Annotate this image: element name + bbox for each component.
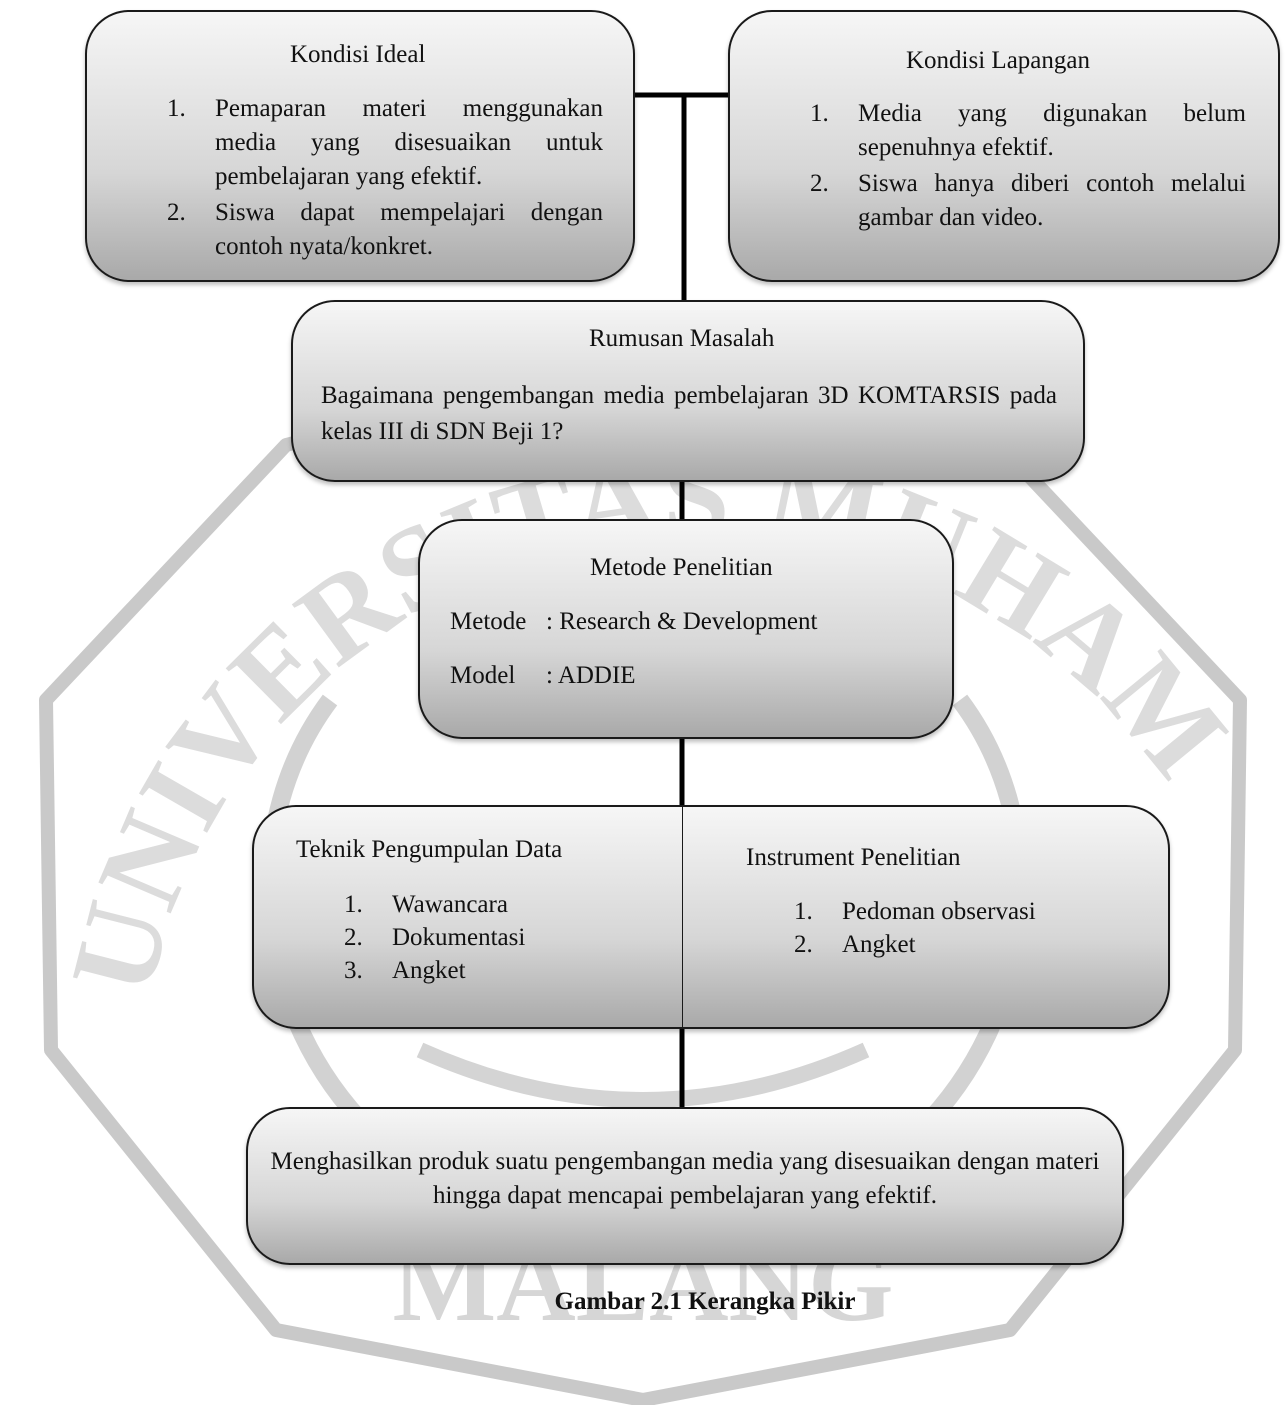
list-number: 1. [344, 891, 363, 918]
list-number: 2. [344, 924, 363, 951]
instrument-item-2: 2. Angket [794, 928, 1134, 961]
rumusan-masalah-text: Bagaimana pengembangan media pembelajara… [321, 382, 1057, 445]
metode-penelitian-box: Metode Penelitian Metode : Research & De… [418, 519, 954, 739]
teknik-item-1: 1. Wawancara [344, 888, 644, 921]
list-number: 3. [344, 957, 363, 984]
kondisi-lapangan-item-2: 2. Siswa hanya diberi contoh melalui gam… [810, 167, 1246, 235]
hasil-text: Menghasilkan produk suatu pengembangan m… [270, 1148, 1100, 1209]
teknik-item-3: 3. Angket [344, 954, 644, 987]
instrument-penelitian-title: Instrument Penelitian [746, 844, 961, 871]
instrument-item-1: 1. Pedoman observasi [794, 895, 1134, 928]
kondisi-ideal-item-2: 2. Siswa dapat mempelajari dengan contoh… [167, 196, 603, 264]
model-label: Model [450, 662, 516, 689]
list-item-text: Media yang digunakan belum sepenuhnya ef… [858, 100, 1246, 161]
kondisi-lapangan-box: Kondisi Lapangan 1. Media yang digunakan… [728, 10, 1280, 282]
list-number: 1. [167, 95, 186, 122]
list-item-text: Angket [392, 957, 466, 984]
metode-penelitian-title: Metode Penelitian [590, 554, 773, 581]
metode-value: : Research & Development [546, 608, 818, 635]
list-number: 1. [794, 898, 813, 925]
list-number: 2. [794, 931, 813, 958]
list-item-text: Angket [842, 931, 916, 958]
list-item-text: Dokumentasi [392, 924, 526, 951]
list-item-text: Wawancara [392, 891, 508, 918]
kondisi-lapangan-title: Kondisi Lapangan [906, 47, 1090, 74]
hasil-box: Menghasilkan produk suatu pengembangan m… [246, 1107, 1124, 1265]
instrument-penelitian-list: 1. Pedoman observasi 2. Angket [794, 895, 1134, 961]
kondisi-ideal-list: 1. Pemaparan materi menggunakan media ya… [167, 92, 603, 264]
list-item-text: Siswa dapat mempelajari dengan contoh ny… [215, 199, 603, 260]
teknik-pengumpulan-title: Teknik Pengumpulan Data [296, 836, 563, 863]
list-number: 2. [167, 199, 186, 226]
kondisi-lapangan-item-1: 1. Media yang digunakan belum sepenuhnya… [810, 97, 1246, 165]
list-item-text: Pedoman observasi [842, 898, 1036, 925]
teknik-pengumpulan-list: 1. Wawancara 2. Dokumentasi 3. Angket [344, 888, 644, 987]
list-item-text: Siswa hanya diberi contoh melalui gambar… [858, 170, 1246, 231]
box-divider [682, 807, 683, 1027]
kondisi-ideal-box: Kondisi Ideal 1. Pemaparan materi menggu… [85, 10, 635, 282]
rumusan-masalah-title: Rumusan Masalah [589, 325, 775, 352]
figure-caption: Gambar 2.1 Kerangka Pikir [554, 1288, 856, 1315]
kondisi-ideal-title: Kondisi Ideal [290, 41, 426, 68]
metode-label: Metode [450, 608, 527, 635]
list-item-text: Pemaparan materi menggunakan media yang … [215, 95, 603, 190]
model-value: : ADDIE [546, 662, 636, 689]
list-number: 1. [810, 100, 829, 127]
kondisi-lapangan-list: 1. Media yang digunakan belum sepenuhnya… [810, 97, 1246, 235]
rumusan-masalah-box: Rumusan Masalah Bagaimana pengembangan m… [291, 300, 1085, 482]
kondisi-ideal-item-1: 1. Pemaparan materi menggunakan media ya… [167, 92, 603, 194]
teknik-instrument-box: Teknik Pengumpulan Data 1. Wawancara 2. … [252, 805, 1170, 1029]
list-number: 2. [810, 170, 829, 197]
teknik-item-2: 2. Dokumentasi [344, 921, 644, 954]
